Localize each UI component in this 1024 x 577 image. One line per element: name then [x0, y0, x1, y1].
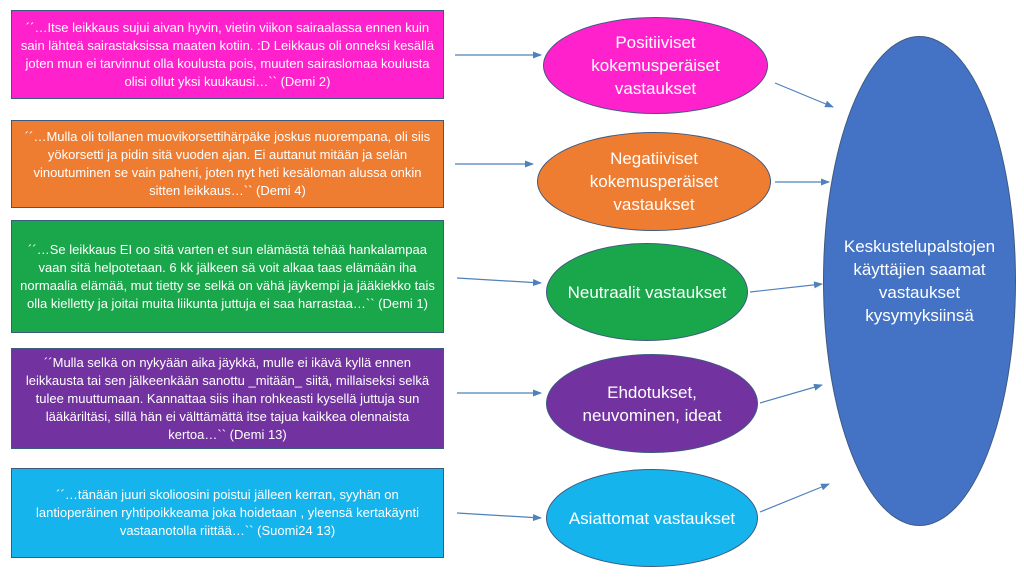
arrow-quote-5-to-irrelevant: [456, 512, 542, 522]
arrow-positive-to-summary: [774, 82, 834, 108]
arrow-quote-3-to-neutral: [456, 277, 542, 287]
category-neutral: Neutraalit vastaukset: [546, 243, 748, 341]
arrow-suggestions-to-summary: [759, 383, 823, 404]
quote-box-positive: ´´…Itse leikkaus sujui aivan hyvin, viet…: [11, 10, 444, 99]
quote-box-suggestions: ´´Mulla selkä on nykyään aika jäykkä, mu…: [11, 348, 444, 449]
quote-box-negative: ´´…Mulla oli tollanen muovikorsettihärpä…: [11, 120, 444, 208]
category-positive: Positiiviset kokemusperäiset vastaukset: [543, 17, 768, 114]
category-irrelevant: Asiattomat vastaukset: [546, 469, 758, 567]
quote-box-neutral: ´´…Se leikkaus EI oo sitä varten et sun …: [11, 220, 444, 333]
summary-ellipse: Keskustelupalstojen käyttäjien saamat va…: [823, 36, 1016, 526]
arrow-neutral-to-summary: [749, 281, 823, 293]
quote-box-irrelevant: ´´…tänään juuri skolioosini poistui jäll…: [11, 468, 444, 558]
arrow-irrelevant-to-summary: [759, 483, 830, 513]
category-negative: Negatiiviset kokemusperäiset vastaukset: [537, 132, 771, 231]
category-suggestions: Ehdotukset, neuvominen, ideat: [546, 354, 758, 453]
